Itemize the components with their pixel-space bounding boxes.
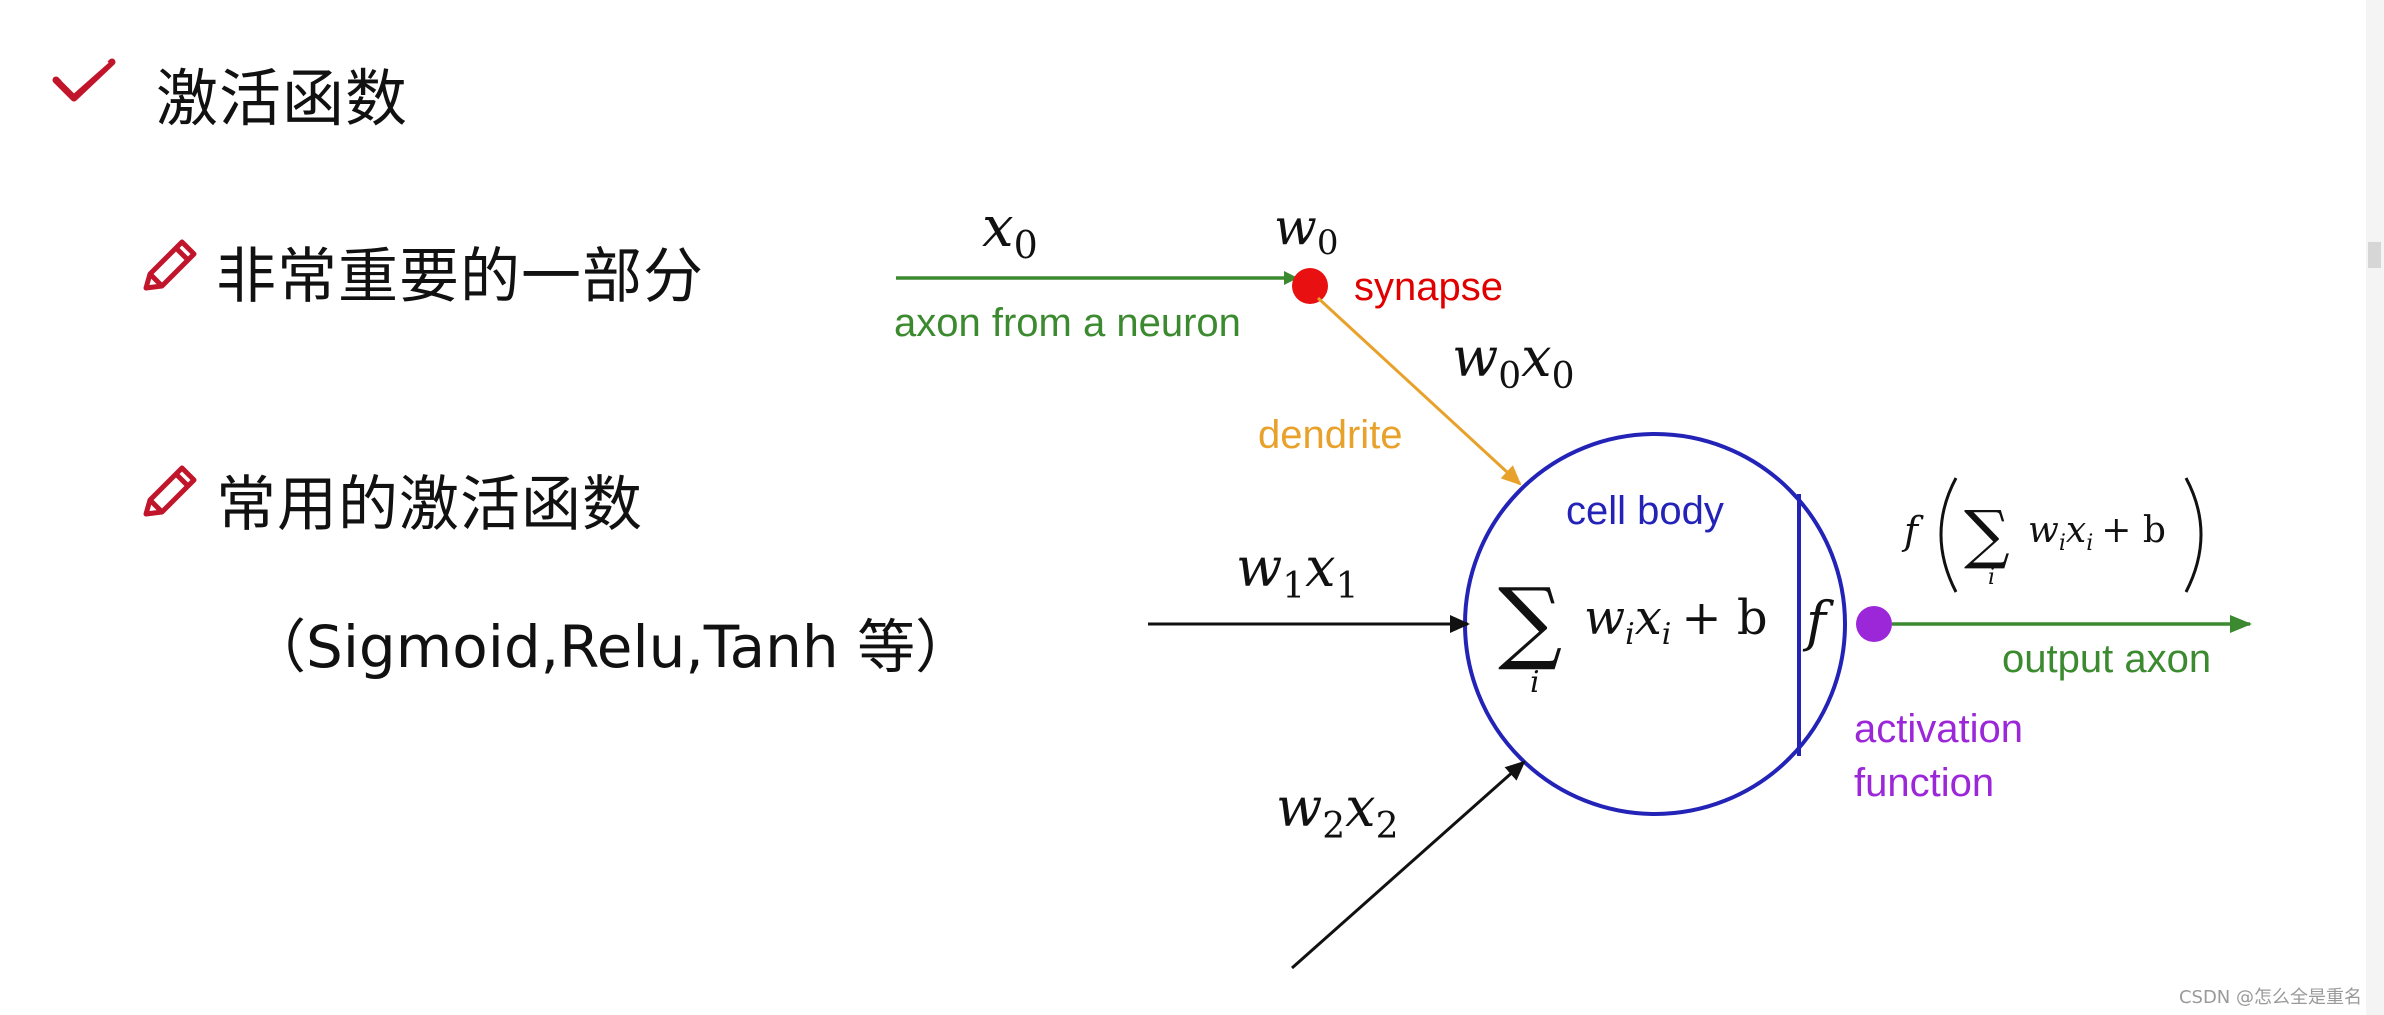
w1x1-label: w1x1: [1236, 536, 1359, 607]
out-left-paren: [1939, 477, 1958, 593]
activation-dot: [1856, 606, 1892, 642]
out-sigma: ∑: [1964, 498, 2010, 572]
synapse-dot: [1292, 268, 1328, 304]
out-index: i: [1988, 565, 1995, 590]
scrollbar-track[interactable]: [2366, 0, 2384, 1015]
sum-index: i: [1530, 665, 1540, 700]
sum-expression: wixi+ b: [1584, 590, 1768, 652]
scrollbar-thumb[interactable]: [2368, 242, 2381, 268]
input-w2x2-line: [1291, 760, 1526, 970]
pencil-icon: [143, 465, 197, 517]
out-expression: wixi+ b: [2028, 510, 2166, 556]
f-symbol: f: [1802, 590, 1834, 653]
cell-body-label: cell body: [1566, 489, 1724, 533]
page-title: 激活函数: [156, 62, 409, 135]
function-label: function: [1854, 761, 1994, 805]
sum-sigma: ∑: [1498, 569, 1562, 674]
check-icon: [52, 58, 116, 102]
dendrite-line: [1316, 296, 1522, 486]
axon-from-label: axon from a neuron: [894, 301, 1241, 345]
synapse-label: synapse: [1354, 265, 1503, 309]
dendrite-label: dendrite: [1258, 413, 1403, 457]
w0x0-label: w0x0: [1452, 326, 1575, 397]
out-right-paren: [2184, 477, 2203, 593]
bullet-important: 非常重要的一部分: [216, 242, 704, 312]
examples-text: （Sigmoid,Relu,Tanh 等）: [248, 613, 974, 681]
activation-label: activation: [1854, 707, 2023, 751]
output-axon-label: output axon: [2002, 637, 2211, 681]
w0-label: w0: [1274, 198, 1338, 263]
pencil-icon: [143, 239, 197, 291]
bullet-common-activations: 常用的激活函数: [216, 470, 643, 540]
x0-label: x0: [982, 195, 1038, 267]
out-f: f: [1901, 509, 1924, 553]
watermark: CSDN @怎么全是重名: [2178, 987, 2362, 1008]
w2x2-label: w2x2: [1276, 776, 1399, 847]
